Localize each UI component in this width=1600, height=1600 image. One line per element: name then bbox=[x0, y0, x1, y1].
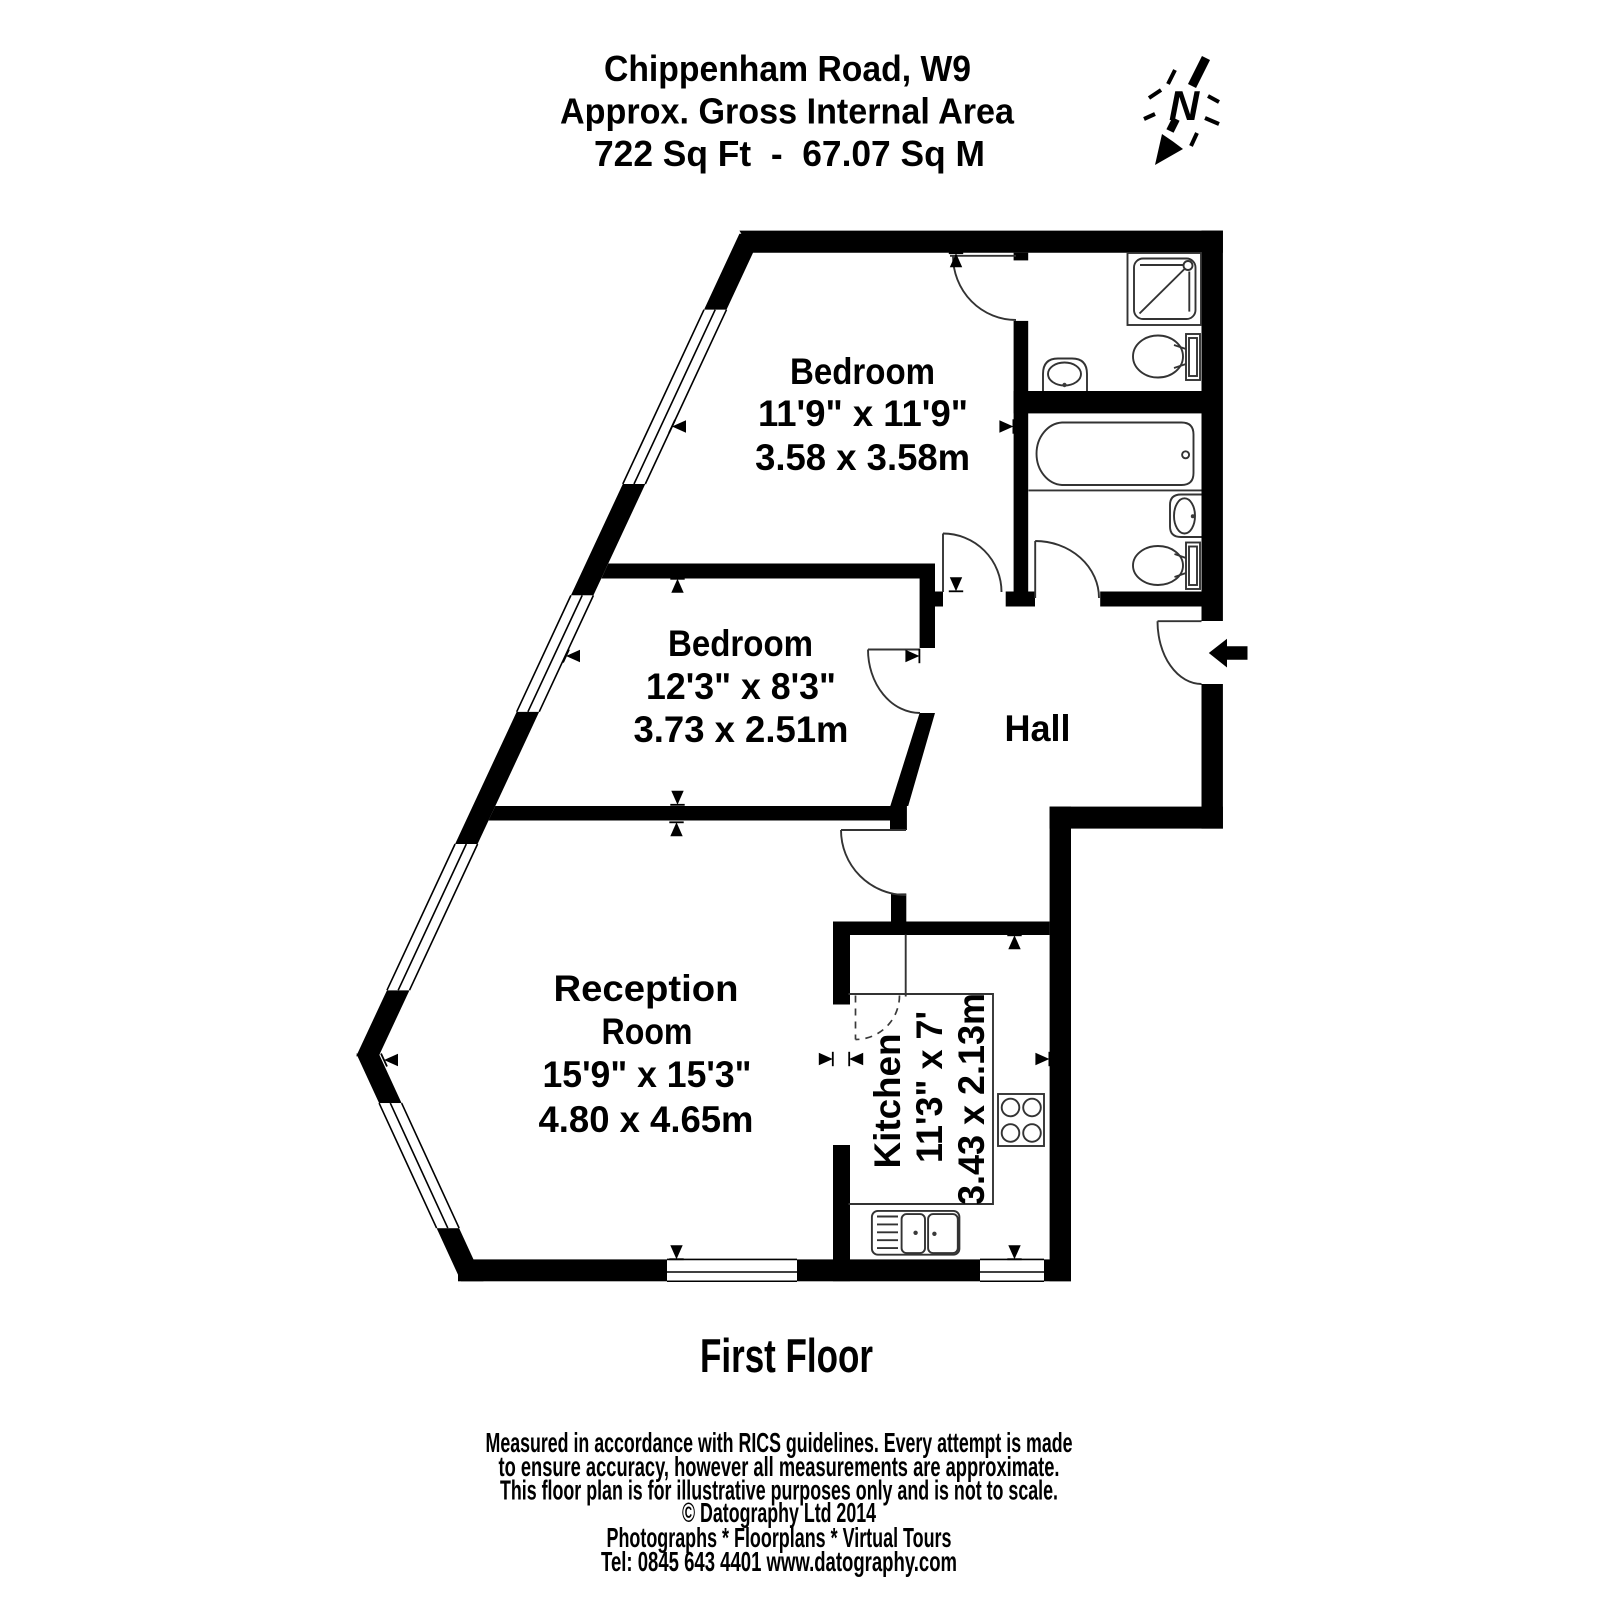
svg-text:Measured in accordance with RI: Measured in accordance with RICS guideli… bbox=[486, 1427, 1073, 1458]
svg-text:Photographs * Floorplans * Vir: Photographs * Floorplans * Virtual Tours bbox=[607, 1522, 952, 1553]
svg-text:Reception: Reception bbox=[554, 968, 739, 1009]
svg-text:15'9" x 15'3": 15'9" x 15'3" bbox=[543, 1054, 752, 1095]
svg-text:12'3" x 8'3": 12'3" x 8'3" bbox=[646, 666, 836, 707]
svg-text:3.58 x 3.58m: 3.58 x 3.58m bbox=[755, 437, 970, 478]
svg-text:Tel: 0845 643 4401 www.datogra: Tel: 0845 643 4401 www.datography.com bbox=[601, 1546, 957, 1577]
svg-text:Bedroom: Bedroom bbox=[790, 351, 935, 392]
svg-text:N: N bbox=[1169, 82, 1201, 129]
svg-text:This floor plan is for illustr: This floor plan is for illustrative purp… bbox=[500, 1475, 1058, 1506]
svg-text:722 Sq Ft - 67.07 Sq M: 722 Sq Ft - 67.07 Sq M bbox=[594, 133, 985, 174]
svg-text:11'9" x 11'9": 11'9" x 11'9" bbox=[758, 393, 968, 434]
svg-text:11'3" x 7': 11'3" x 7' bbox=[909, 1011, 950, 1163]
svg-text:Approx. Gross Internal Area: Approx. Gross Internal Area bbox=[560, 91, 1015, 132]
svg-text:Hall: Hall bbox=[1005, 708, 1071, 749]
svg-text:4.80 x 4.65m: 4.80 x 4.65m bbox=[539, 1099, 754, 1140]
svg-text:© Datography Ltd 2014: © Datography Ltd 2014 bbox=[682, 1497, 876, 1528]
svg-text:3.73 x 2.51m: 3.73 x 2.51m bbox=[634, 709, 849, 750]
svg-text:Room: Room bbox=[602, 1011, 693, 1052]
svg-text:3.43 x 2.13m: 3.43 x 2.13m bbox=[951, 993, 992, 1205]
svg-text:Chippenham Road, W9: Chippenham Road, W9 bbox=[604, 48, 971, 89]
svg-text:Bedroom: Bedroom bbox=[668, 623, 813, 664]
svg-text:First Floor: First Floor bbox=[700, 1329, 873, 1382]
svg-text:Kitchen: Kitchen bbox=[867, 1034, 908, 1169]
svg-text:to ensure accuracy, however al: to ensure accuracy, however all measurem… bbox=[499, 1451, 1060, 1482]
